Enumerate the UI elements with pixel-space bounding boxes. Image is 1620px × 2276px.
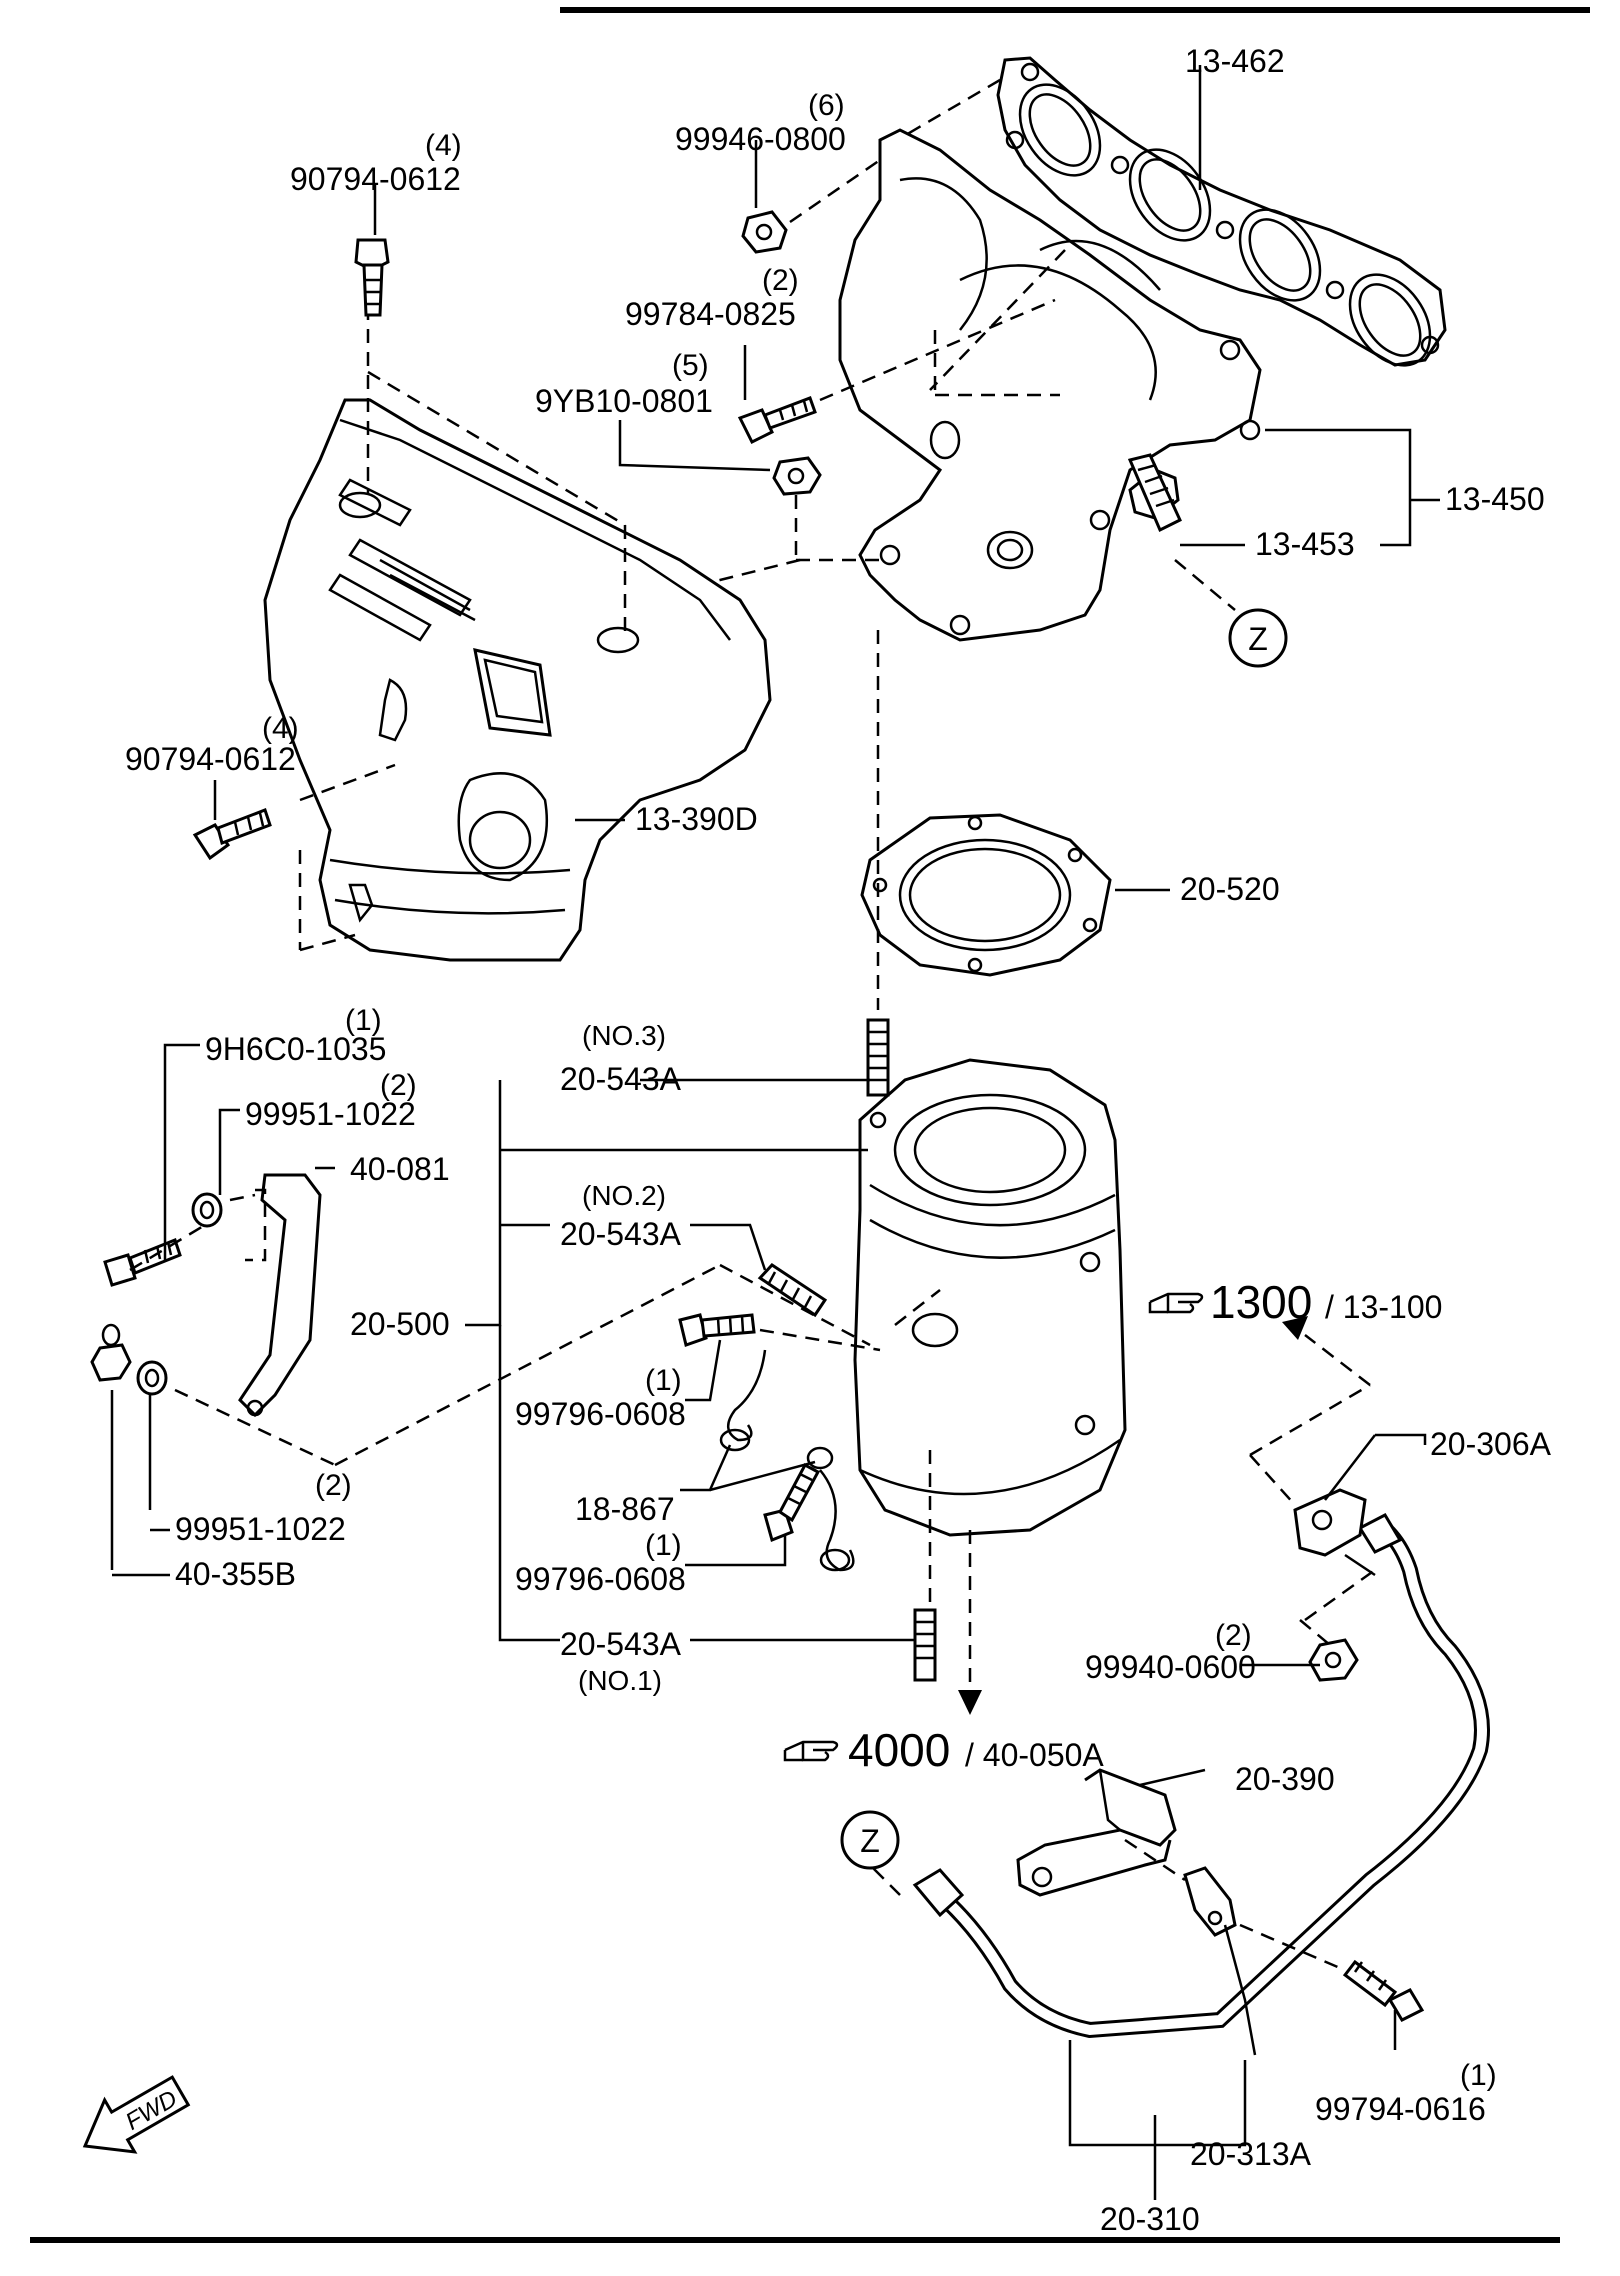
label-99951-1022-top: 99951-1022	[245, 1096, 416, 1132]
gasket-13-462	[996, 56, 1447, 367]
sub-20-543a-no1: (NO.1)	[578, 1665, 662, 1696]
ref-4000-page: / 40-050A	[965, 1737, 1104, 1773]
bolt-99796-0608-a	[678, 1313, 756, 1347]
label-99940-0600: 99940-0600	[1085, 1649, 1256, 1685]
label-20-390: 20-390	[1235, 1761, 1335, 1797]
ref-1300: 1300 / 13-100	[1148, 1276, 1442, 1328]
label-20-543a-no2: 20-543A	[560, 1216, 682, 1252]
bolt-99794-0616	[1342, 1959, 1425, 2022]
qty-99796-a: (1)	[645, 1364, 682, 1397]
arrow-to-1300	[1282, 1316, 1308, 1340]
label-99946-0800: 99946-0800	[675, 121, 846, 157]
washer-99951-1022-top	[191, 1192, 223, 1228]
stud-20-543a-no3	[866, 1018, 890, 1097]
bolt-99784-0825	[737, 396, 817, 445]
z-marker-bottom	[840, 1810, 900, 1870]
catalytic-converter-20-500	[853, 1058, 1127, 1537]
label-40-355b: 40-355B	[175, 1556, 296, 1592]
label-20-543a-no1: 20-543A	[560, 1626, 682, 1662]
label-90794-0612-left: 90794-0612	[125, 741, 296, 777]
stud-13-453	[1127, 453, 1182, 533]
label-13-462: 13-462	[1185, 43, 1285, 79]
z-marker-top-label: Z	[1248, 621, 1268, 657]
sensor-bracket-18-867	[719, 1349, 855, 1572]
label-20-520: 20-520	[1180, 871, 1280, 907]
gasket-20-306a	[1293, 1488, 1367, 1557]
bracket-20-390	[1016, 1768, 1177, 1897]
washer-99951-1022-bottom	[136, 1360, 168, 1396]
z-marker-bottom-label: Z	[860, 1823, 880, 1859]
stud-20-543a-no1	[913, 1608, 937, 1682]
label-99784-0825: 99784-0825	[625, 296, 796, 332]
qty-99796-b: (1)	[645, 1529, 682, 1562]
arrow-to-4000	[958, 1690, 982, 1715]
label-20-313a: 20-313A	[1190, 2136, 1312, 2172]
label-20-543a-no3: 20-543A	[560, 1061, 682, 1097]
label-9h6c0-1035: 9H6C0-1035	[205, 1031, 386, 1067]
label-13-450: 13-450	[1445, 481, 1545, 517]
qty-90794-left: (4)	[262, 712, 299, 745]
ref-1300-number: 1300	[1210, 1276, 1312, 1328]
qty-bracket: (2)	[315, 1469, 352, 1502]
label-13-453: 13-453	[1255, 526, 1355, 562]
gasket-20-520	[860, 813, 1112, 977]
sub-20-543a-no2: (NO.2)	[582, 1180, 666, 1211]
qty-99794: (1)	[1460, 2059, 1497, 2092]
leader-lines	[110, 65, 1440, 2147]
bolt-9h6c0-1035	[103, 1238, 182, 1287]
nut-99946-0800	[741, 210, 788, 254]
sub-20-543a-no3: (NO.3)	[582, 1020, 666, 1051]
ref-1300-page: / 13-100	[1325, 1289, 1442, 1325]
qty-9yb10: (5)	[672, 349, 709, 382]
label-13-390d: 13-390D	[635, 801, 758, 837]
qty-9h6c0: (1)	[345, 1004, 382, 1037]
label-40-081: 40-081	[350, 1151, 450, 1187]
label-20-306a: 20-306A	[1430, 1426, 1552, 1462]
label-99794-0616: 99794-0616	[1315, 2091, 1486, 2127]
ref-4000-number: 4000	[848, 1724, 950, 1776]
qty-90794-top: (4)	[425, 129, 462, 162]
fwd-arrow-icon: FWD	[82, 2075, 191, 2154]
qty-99940: (2)	[1215, 1619, 1252, 1652]
pointing-hand-icon	[783, 1740, 839, 1762]
label-18-867: 18-867	[575, 1491, 675, 1527]
qty-99951-top: (2)	[380, 1069, 417, 1102]
label-9yb10-0801: 9YB10-0801	[535, 383, 713, 419]
z-marker-top	[1228, 608, 1288, 668]
bracket-40-081	[238, 1173, 322, 1418]
bolt-99796-0608-b	[763, 1462, 821, 1543]
qty-99784: (2)	[762, 264, 799, 297]
nut-9yb10-0801	[772, 456, 822, 496]
ref-4000: 4000 / 40-050A	[783, 1724, 1104, 1776]
label-20-500: 20-500	[350, 1306, 450, 1342]
pointing-hand-icon	[1148, 1292, 1204, 1314]
label-90794-0612-top: 90794-0612	[290, 161, 461, 197]
label-20-310: 20-310	[1100, 2201, 1200, 2237]
label-99796-0608-a: 99796-0608	[515, 1396, 686, 1432]
label-99951-1022-bottom: 99951-1022	[175, 1511, 346, 1547]
stud-20-543a-no2	[757, 1263, 828, 1318]
nut-40-355b	[90, 1323, 132, 1382]
bolt-90794-0612-top	[354, 238, 390, 317]
pipe-20-310	[912, 1513, 1490, 2039]
clamp-20-313a	[1183, 1866, 1237, 1937]
bolt-90794-0612-left	[192, 808, 272, 861]
heat-insulator-13-390d	[263, 398, 772, 962]
label-99796-0608-b: 99796-0608	[515, 1561, 686, 1597]
nut-99940-0600	[1308, 1638, 1359, 1682]
qty-99946: (6)	[808, 89, 845, 122]
